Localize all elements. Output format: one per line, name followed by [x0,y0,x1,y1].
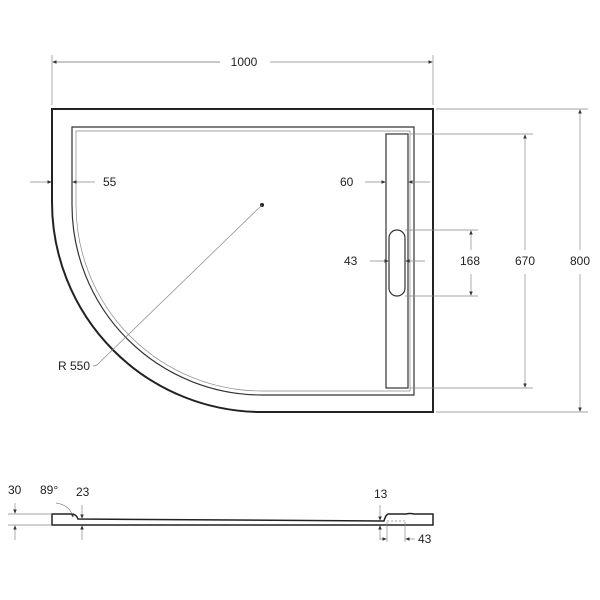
radius-label: R 550 [58,359,90,373]
depth-label: 23 [76,485,90,499]
height-label: 800 [570,254,590,268]
width-label: 1000 [231,55,258,69]
drain-slot [388,229,406,297]
drain-depth-label: 13 [374,487,388,501]
slot-width-label: 43 [344,254,358,268]
channel-width-label: 60 [340,175,354,189]
section-profile [51,512,434,526]
slot-length-label: 168 [460,254,480,268]
rim-label: 55 [103,175,117,189]
section-height-label: 30 [8,483,22,497]
tray-outline [51,108,434,413]
tray-inner-rim [71,126,415,396]
drain-offset-label: 43 [418,532,432,546]
inner-height-label: 670 [515,254,535,268]
angle-label: 89° [40,483,58,497]
tray-inner-rim-2 [75,130,411,392]
